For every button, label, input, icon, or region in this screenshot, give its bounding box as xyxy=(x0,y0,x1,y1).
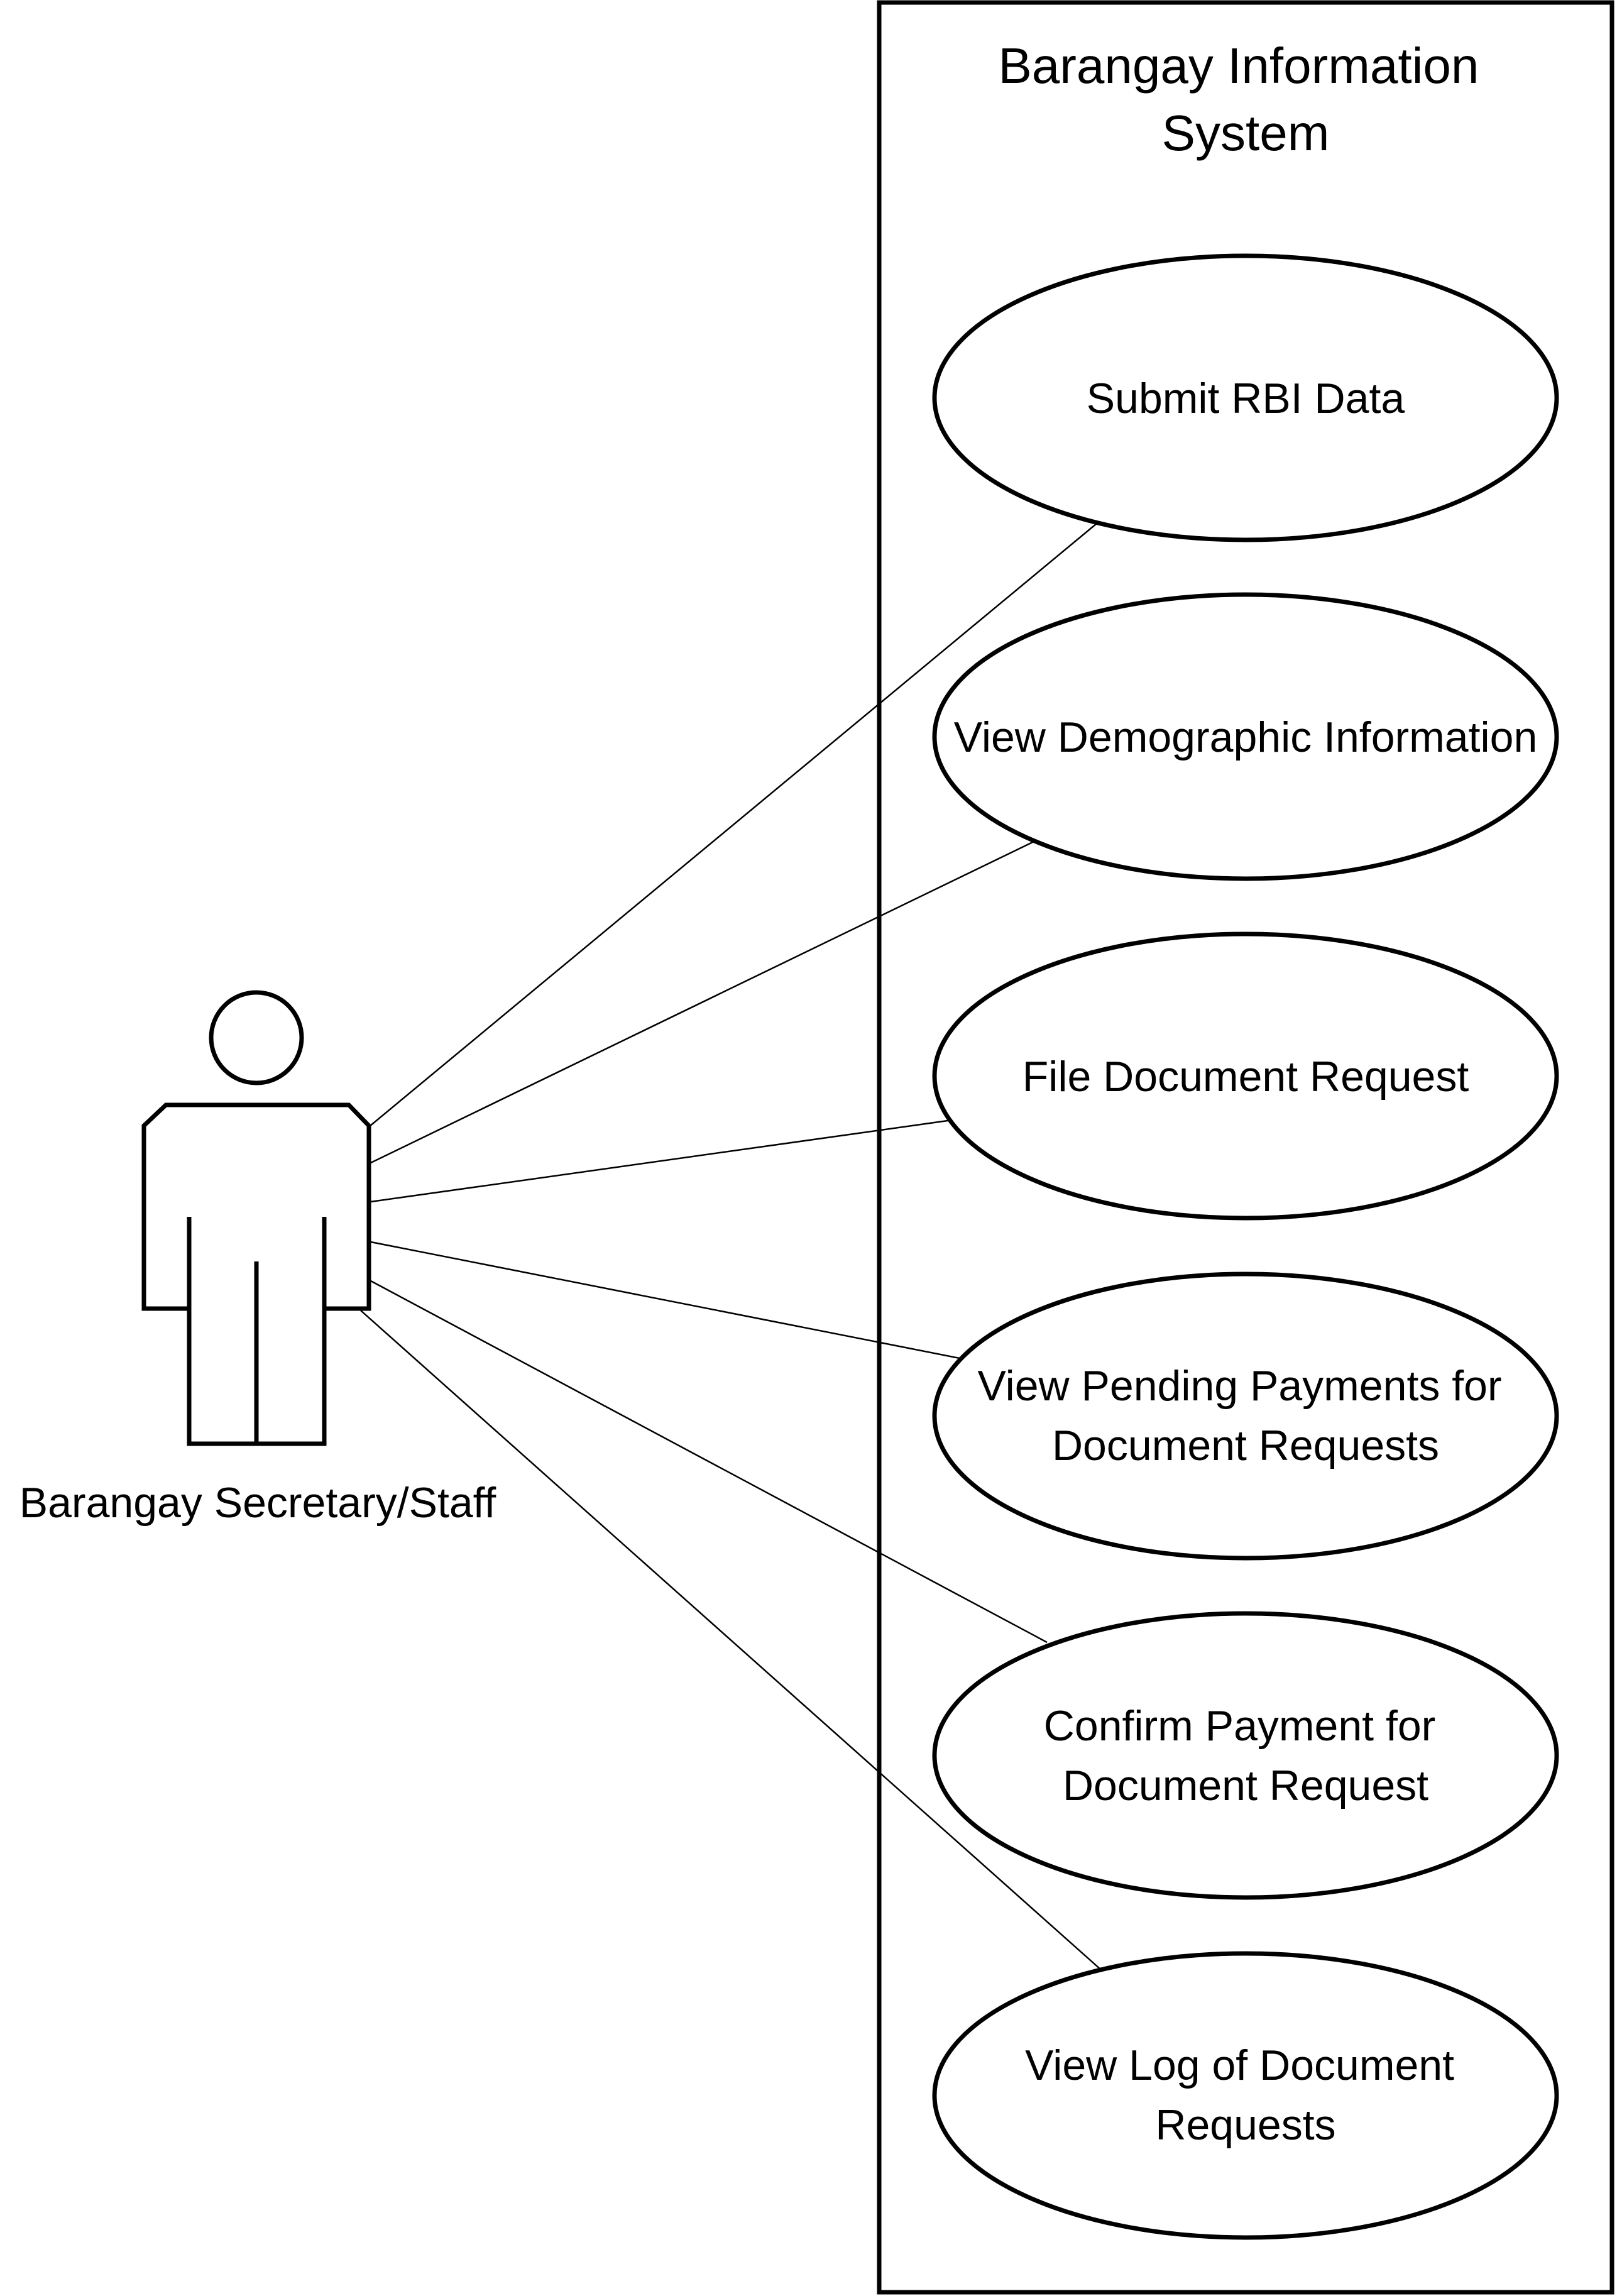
association-uc5 xyxy=(370,1280,1048,1644)
association-uc1 xyxy=(369,523,1097,1127)
system-boundary xyxy=(877,0,1614,2295)
use-case-submit-rbi-data[interactable]: Submit RBI Data xyxy=(932,253,1559,542)
svg-text:Submit RBI Data: Submit RBI Data xyxy=(1087,375,1405,422)
associations xyxy=(360,523,1102,1970)
svg-text:View Pending Payments for: View Pending Payments for Document Reque… xyxy=(977,1362,1513,1469)
actor-body-icon xyxy=(141,1102,371,1446)
use-case-label: View Pending Payments for xyxy=(977,1362,1501,1410)
association-uc3 xyxy=(370,1119,948,1203)
association-uc2 xyxy=(370,841,1033,1164)
association-uc6 xyxy=(360,1310,1102,1970)
use-case-label: File Document Request xyxy=(1022,1053,1469,1101)
use-case-confirm-payment[interactable]: Confirm Payment for Document Request xyxy=(932,1611,1559,1900)
actor-head-icon xyxy=(209,990,304,1085)
svg-text:View Demographic Information: View Demographic Information xyxy=(954,713,1538,761)
use-case-label: Confirm Payment for xyxy=(1044,1702,1436,1750)
svg-text:File Document Request: File Document Request xyxy=(1022,1053,1469,1101)
system-title: Barangay Information System xyxy=(998,38,1493,161)
use-case-label: Document Requests xyxy=(1052,1422,1439,1469)
use-case-label: View Log of Document xyxy=(1025,2041,1454,2089)
use-case-label: Requests xyxy=(1155,2101,1335,2149)
use-case-view-pending-payments[interactable]: View Pending Payments for Document Reque… xyxy=(932,1272,1559,1561)
actor-label: Barangay Secretary/Staff xyxy=(19,1479,496,1527)
svg-text:View Log of Document Req: View Log of Document Requests xyxy=(1025,2041,1466,2149)
use-case-file-document-request[interactable]: File Document Request xyxy=(932,931,1559,1221)
use-case-view-demographic-information[interactable]: View Demographic Information xyxy=(932,592,1559,881)
use-case-label: Document Request xyxy=(1063,1762,1428,1810)
use-case-view-log-of-document-requests[interactable]: View Log of Document Requests xyxy=(932,1951,1559,2240)
actor-barangay-secretary[interactable]: Barangay Secretary/Staff xyxy=(19,990,496,1527)
svg-text:Confirm Payment for Docu: Confirm Payment for Document Request xyxy=(1044,1702,1447,1810)
use-case-label: View Demographic Information xyxy=(954,713,1538,761)
use-case-label: Submit RBI Data xyxy=(1087,375,1405,422)
association-uc4 xyxy=(370,1241,960,1359)
